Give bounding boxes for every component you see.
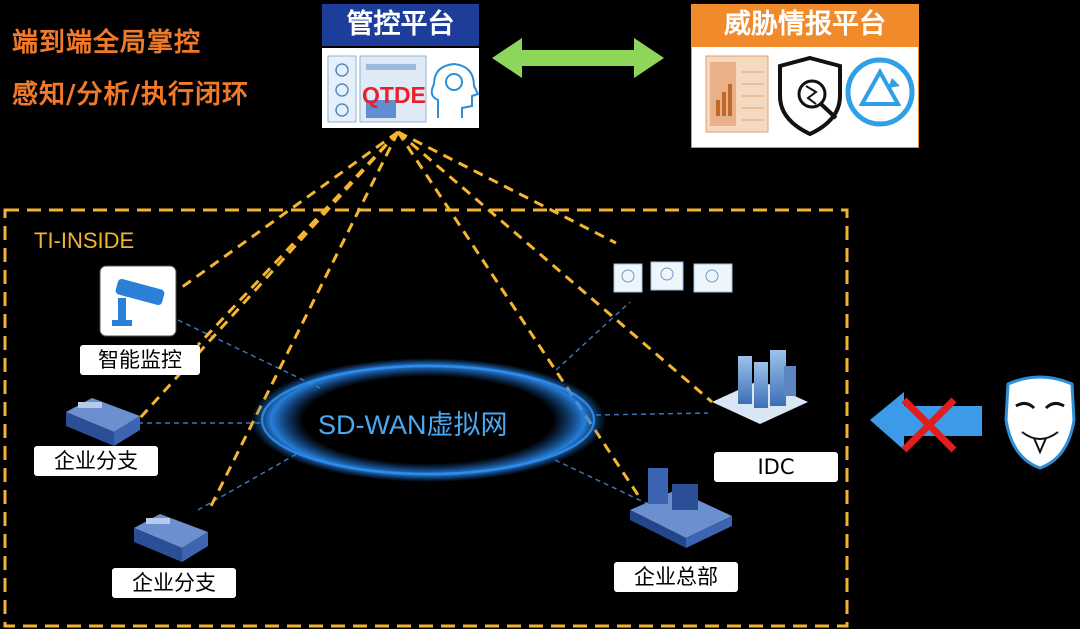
- sdwan-ring-glow: [250, 358, 606, 482]
- ti-inside-zone-border: [3, 208, 849, 628]
- sdwan-network-label: SD-WAN虚拟网: [318, 410, 508, 440]
- idc-datacenter-icon: [712, 350, 808, 424]
- ti-inside-label: TI-INSIDE: [34, 228, 135, 253]
- camera-icon: [99, 265, 177, 337]
- hq-node-label: 企业总部: [614, 562, 738, 592]
- control-platform-title: 管控平台: [322, 4, 479, 46]
- threat-platform-title: 威胁情报平台: [691, 4, 919, 46]
- branch-building-1-icon: [66, 398, 140, 446]
- control-links: [138, 130, 713, 513]
- tagline-closed-loop: 感知/分析/执行闭环: [12, 80, 249, 110]
- blocked-attack-arrow: [870, 392, 982, 453]
- sync-double-arrow: [492, 38, 664, 78]
- sdwan-ring: [260, 364, 596, 476]
- tagline-end-to-end: 端到端全局掌控: [12, 28, 202, 58]
- anonymous-mask-icon: [1004, 375, 1076, 470]
- qtde-console-icon: [327, 55, 427, 123]
- idc-node-label: IDC: [714, 452, 838, 482]
- ai-head-icon: [430, 62, 480, 118]
- report-icon: [705, 55, 769, 133]
- device-thumbnails: [613, 261, 733, 293]
- hq-office-building-icon: [630, 468, 732, 548]
- qtde-product-label: QTDE: [362, 82, 426, 108]
- branch-building-2-icon: [134, 514, 208, 562]
- branch-node-label-2: 企业分支: [112, 568, 236, 598]
- branch-node-label-1: 企业分支: [34, 446, 158, 476]
- threat-shield-icon: [778, 55, 842, 137]
- monitor-node-label: 智能监控: [80, 345, 200, 375]
- recycle-icon: [845, 57, 915, 127]
